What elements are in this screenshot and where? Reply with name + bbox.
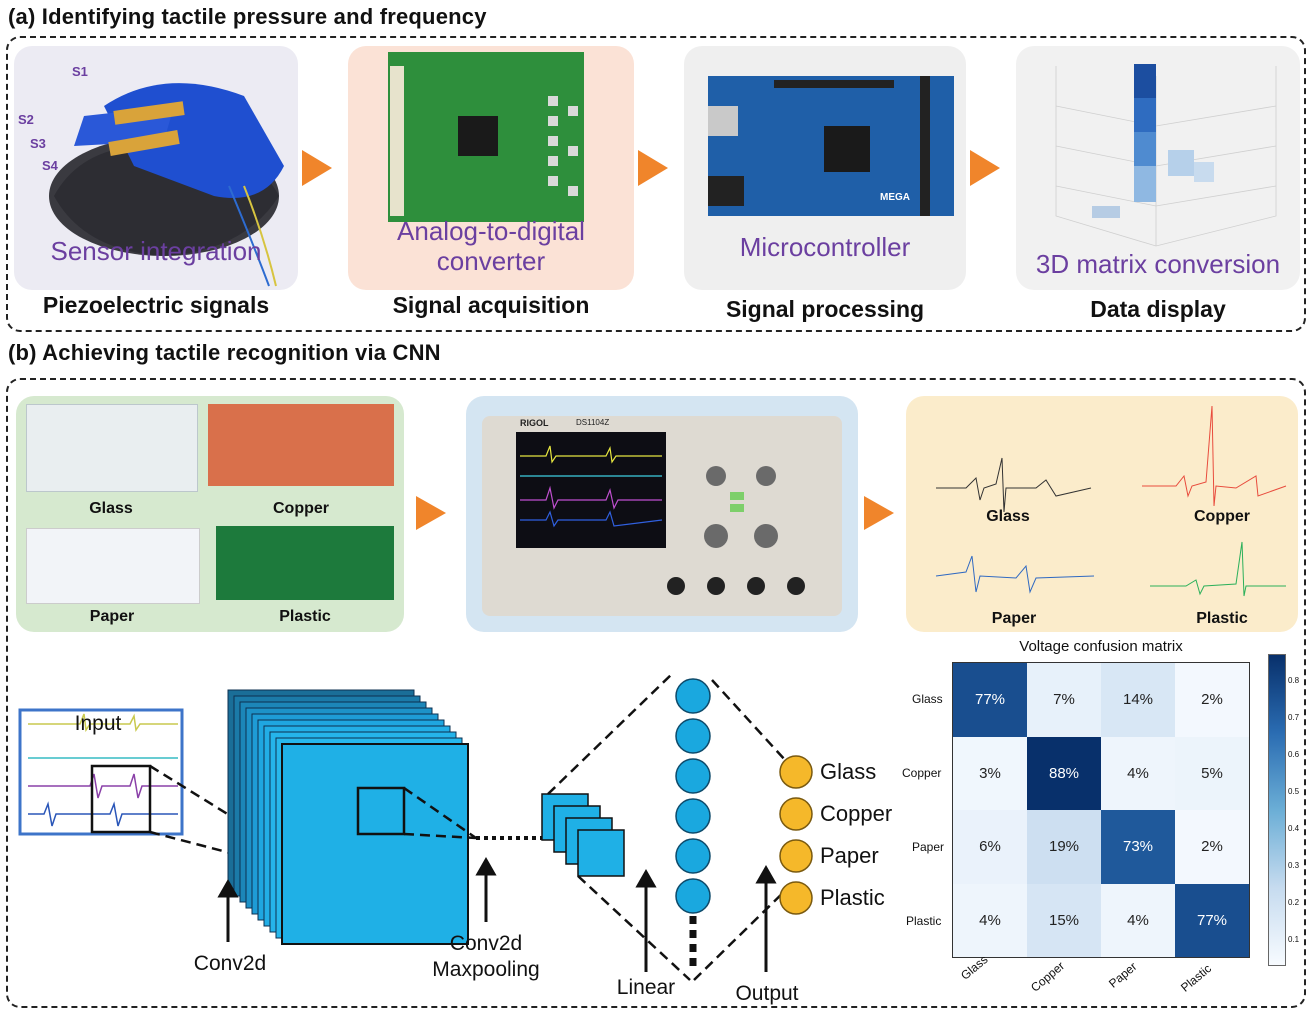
linear-label: Linear xyxy=(616,976,676,999)
panel-a-frame xyxy=(6,36,1306,332)
signal-copper-label: Copper xyxy=(1194,508,1250,525)
maxpooling-label: Maxpooling xyxy=(432,958,540,981)
confusion-cell: 14% xyxy=(1101,663,1175,737)
plastic-label: Plastic xyxy=(279,608,331,625)
colorbar-tick: 0.2 xyxy=(1288,898,1300,907)
paper-sample xyxy=(26,528,200,604)
conv2d-label: Conv2d xyxy=(193,952,267,975)
arrow-right xyxy=(864,496,894,530)
plastic-sample xyxy=(216,526,394,600)
output-copper-label: Copper xyxy=(820,801,893,826)
sensor-tag-s1: S1 xyxy=(72,64,88,79)
sensor-tag-s2: S2 xyxy=(18,112,34,127)
cm-row-label-paper: Paper xyxy=(912,840,945,854)
panel-b-title: (b) Achieving tactile recognition via CN… xyxy=(8,340,441,365)
confusion-cell: 2% xyxy=(1175,810,1249,884)
signal-paper-label: Paper xyxy=(991,610,1037,627)
cnn-diagram xyxy=(18,671,813,981)
colorbar-tick: 0.4 xyxy=(1288,824,1300,833)
signal-waveforms xyxy=(935,405,1287,597)
confusion-cell: 77% xyxy=(1175,883,1249,957)
colorbar-tick: 0.7 xyxy=(1288,713,1300,722)
signals-panel: Glass Copper Paper Plastic xyxy=(906,396,1298,632)
arrow-right xyxy=(302,150,332,186)
cm-row-label-copper: Copper xyxy=(902,766,942,780)
scope-brand: RIGOL xyxy=(520,418,549,428)
adc-panel: Analog-to-digital converter xyxy=(348,46,634,290)
confusion-cell: 5% xyxy=(1175,736,1249,810)
output-glass-label: Glass xyxy=(820,759,877,784)
confusion-cell: 7% xyxy=(1027,663,1101,737)
signal-acquisition-caption: Signal acquisition xyxy=(392,292,590,318)
signal-processing-caption: Signal processing xyxy=(725,296,925,322)
colorbar-tick: 0.8 xyxy=(1288,676,1300,685)
confusion-cell: 15% xyxy=(1027,883,1101,957)
3d-bar-chart-illustration xyxy=(1055,64,1277,247)
output-paper-label: Paper xyxy=(820,843,879,868)
confusion-cell: 73% xyxy=(1101,810,1175,884)
confusion-matrix-title: Voltage confusion matrix xyxy=(1019,638,1183,655)
oscilloscope-illustration xyxy=(482,416,842,616)
adc-board-illustration xyxy=(388,52,584,222)
colorbar-tick: 0.1 xyxy=(1288,935,1300,944)
confusion-cell: 19% xyxy=(1027,810,1101,884)
adc-label: Analog-to-digital converter xyxy=(397,216,585,276)
confusion-cell: 4% xyxy=(1101,736,1175,810)
confusion-matrix-grid: 77%7%14%2%3%88%4%5%6%19%73%2%4%15%4%77% xyxy=(952,662,1250,958)
sensor-integration-label: Sensor integration xyxy=(50,236,262,266)
confusion-cell: 3% xyxy=(953,736,1027,810)
colorbar-tick: 0.6 xyxy=(1288,750,1300,759)
colorbar-tick: 0.5 xyxy=(1288,787,1300,796)
colorbar xyxy=(1268,654,1286,966)
panel-a-title: (a) Identifying tactile pressure and fre… xyxy=(8,4,487,29)
sensor-tag-s4: S4 xyxy=(42,158,58,173)
glass-label: Glass xyxy=(89,500,133,517)
piezoelectric-signals-caption: Piezoelectric signals xyxy=(42,292,270,318)
arrow-right xyxy=(416,496,446,530)
sensor-integration-panel: S1 S2 S3 S4 Sensor integration xyxy=(14,46,298,290)
copper-sample xyxy=(208,404,394,486)
matrix-conversion-label: 3D matrix conversion xyxy=(1035,249,1281,279)
confusion-cell: 77% xyxy=(953,663,1027,737)
cm-row-label-glass: Glass xyxy=(912,692,943,706)
sensor-tag-s3: S3 xyxy=(30,136,46,151)
board-brand-text: MEGA xyxy=(880,192,910,203)
glove-mouse-illustration xyxy=(49,83,284,287)
confusion-cell: 2% xyxy=(1175,663,1249,737)
data-display-caption: Data display xyxy=(1090,296,1226,322)
confusion-cell: 6% xyxy=(953,810,1027,884)
microcontroller-label: Microcontroller xyxy=(739,232,911,262)
microcontroller-panel: MEGA Microcontroller xyxy=(684,46,966,290)
materials-panel: Glass Copper Paper Plastic xyxy=(16,396,404,632)
panel-b-frame xyxy=(6,378,1306,1008)
arrow-right xyxy=(638,150,668,186)
paper-label: Paper xyxy=(89,608,135,625)
conv2d-pool-label: Conv2d xyxy=(449,932,523,955)
input-label: Input xyxy=(74,712,122,735)
confusion-cell: 4% xyxy=(1101,883,1175,957)
scope-model: DS1104Z xyxy=(576,418,610,427)
colorbar-tick: 0.3 xyxy=(1288,861,1300,870)
output-plastic-label: Plastic xyxy=(820,885,885,910)
arrow-right xyxy=(970,150,1000,186)
signal-glass-label: Glass xyxy=(986,508,1030,525)
output-label: Output xyxy=(735,982,799,1005)
matrix-panel: 3D matrix conversion xyxy=(1016,46,1300,290)
signal-plastic-label: Plastic xyxy=(1196,610,1248,627)
glass-sample xyxy=(26,404,198,492)
copper-label: Copper xyxy=(273,500,329,517)
oscilloscope-panel: RIGOL DS1104Z xyxy=(466,396,858,632)
arduino-board-illustration xyxy=(708,76,954,216)
cm-row-label-plastic: Plastic xyxy=(906,914,942,928)
confusion-cell: 88% xyxy=(1027,736,1101,810)
confusion-cell: 4% xyxy=(953,883,1027,957)
